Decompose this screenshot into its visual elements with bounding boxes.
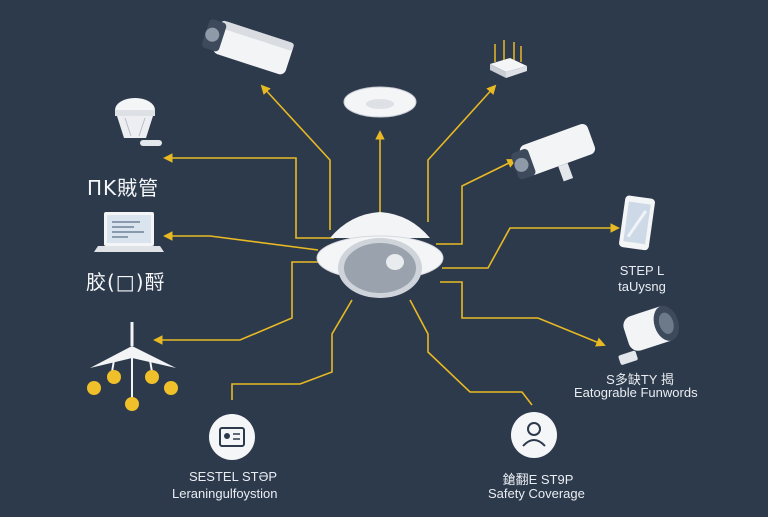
laptop-icon: [94, 212, 164, 252]
label-right-top-title: STEP L: [619, 263, 665, 278]
bullet-camera-icon: [202, 19, 294, 75]
ceiling-speaker-icon: [115, 98, 162, 146]
id-card-icon: [209, 414, 255, 460]
connector-right-tablet: [442, 223, 620, 269]
security-guard-icon: [511, 412, 557, 458]
router-icon: [490, 40, 527, 78]
tablet-icon: [619, 195, 655, 251]
label-bottom-right-sub: Safety Coverage: [488, 486, 585, 501]
label-right-mid-title: S多缺TY 揭: [606, 372, 674, 387]
label-bottom-left-title: SESTEL STӘP: [188, 469, 278, 484]
drone-icon: [87, 322, 178, 411]
connector-right-camera: [436, 159, 517, 245]
label-bottom-left-sub: Leraningulfoystion: [172, 486, 278, 501]
label-right-mid-sub: Eatograble Funwords: [574, 385, 698, 400]
compact-camera-icon: [618, 305, 680, 365]
connector-top-right: [427, 84, 497, 222]
connector-left-mid: [153, 261, 322, 345]
ceiling-sensor-icon: [343, 86, 417, 118]
connector-left-top: [163, 153, 334, 239]
connector-bottom-left: [231, 299, 353, 400]
label-left-top: ΠΚ賊管: [87, 176, 160, 200]
label-right-top-sub: taUysng: [618, 279, 666, 294]
dome-camera-hub-icon: [316, 212, 444, 298]
bullet-camera-icon: [511, 123, 596, 182]
connector-right-lower: [440, 281, 606, 347]
connector-bottom-right: [409, 299, 533, 406]
label-bottom-right-title: 鎗翻E ST9P: [502, 472, 574, 487]
label-left-mid: 㬵(□)酹: [86, 270, 166, 294]
connector-top-left-camera: [260, 84, 331, 230]
connector-left-laptop: [163, 231, 319, 251]
